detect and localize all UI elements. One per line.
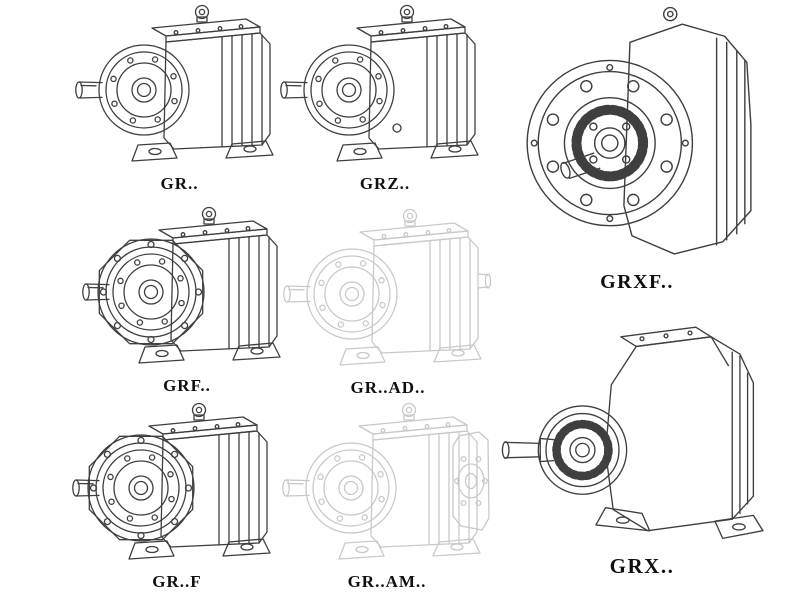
gearbox-drawing-grz-icon [280, 4, 479, 162]
figure-label-grxf: GRXF.. [600, 271, 674, 293]
figure-gr: GR.. [62, 2, 297, 194]
figure-label-gr-ad: GR..AD.. [350, 378, 426, 397]
gearbox-drawing-grx-icon [498, 308, 786, 548]
figure-grx: GRX.. [492, 308, 792, 579]
figure-gr-f: GR..F [58, 400, 296, 592]
figure-label-gr-am: GR..AM.. [347, 572, 427, 591]
figure-label-gr: GR.. [160, 174, 199, 193]
figure-label-grz: GRZ.. [359, 174, 411, 193]
gearbox-drawing-grf-icon [82, 206, 281, 364]
figure-grf: GRF.. [68, 204, 306, 396]
figure-label-grf: GRF.. [163, 376, 211, 395]
figure-grz: GRZ.. [276, 2, 494, 194]
figure-gr-ad: GR..AD.. [280, 206, 496, 398]
gearbox-drawing-gr-icon [74, 4, 274, 162]
gearbox-drawing-gr-f-icon [72, 402, 271, 560]
figure-grxf: GRXF.. [497, 4, 777, 294]
figure-label-gr-f: GR..F [152, 572, 202, 591]
figure-gr-am: GR..AM.. [280, 400, 494, 592]
gearbox-drawing-gr-ad-icon [283, 208, 492, 366]
figure-label-grx: GRX.. [609, 554, 675, 578]
gearbox-drawing-grxf-icon [511, 4, 763, 261]
gearbox-drawing-gr-am-icon [282, 402, 490, 560]
